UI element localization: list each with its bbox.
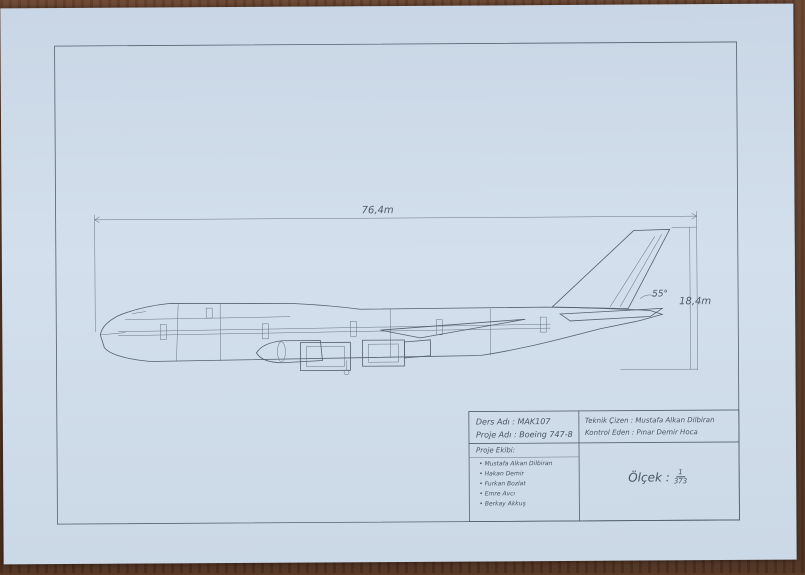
team-member: • Berkay Akkuş xyxy=(479,499,552,509)
checked-by: Kontrol Eden : Pınar Demir Hoca xyxy=(585,428,698,437)
team-heading: Proje Ekibi: xyxy=(476,446,515,454)
team-member-list: • Mustafa Alkan Dilbiran • Hakan Demir •… xyxy=(479,459,553,509)
scale-denominator: 373 xyxy=(674,477,687,485)
scale-numerator: 1 xyxy=(676,468,685,477)
team-member: • Furkan Bozlat xyxy=(479,479,552,489)
team-member: • Hakan Demir xyxy=(479,469,552,479)
team-member: • Emre Avcı xyxy=(479,489,552,499)
technical-drawer: Teknik Çizen : Mustafa Alkan Dilbiran xyxy=(585,416,715,425)
scale-field: Ölçek : 1 373 xyxy=(628,468,687,485)
course-name: Ders Adı : MAK107 xyxy=(476,417,551,426)
project-name: Proje Adı : Boeing 747-8 xyxy=(476,430,573,440)
scale-fraction: 1 373 xyxy=(674,468,687,485)
team-member: • Mustafa Alkan Dilbiran xyxy=(479,459,552,469)
scale-label: Ölçek : xyxy=(628,470,670,484)
